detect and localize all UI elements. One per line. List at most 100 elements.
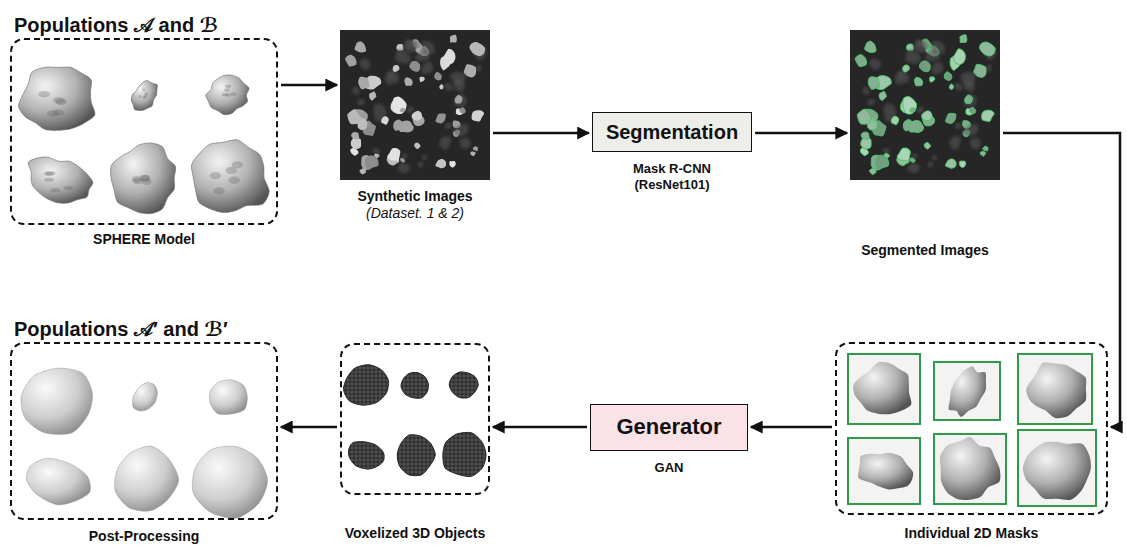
asteroid-crater: [140, 175, 150, 182]
asteroid-shape: [206, 75, 249, 115]
particle: [402, 153, 408, 159]
segment-outline: [930, 77, 935, 82]
segment-outline: [879, 92, 886, 101]
flow-arrow: [493, 426, 587, 429]
flow-arrow: [1003, 133, 1120, 427]
particle: [982, 110, 995, 121]
particle: [399, 121, 413, 133]
panel-caption: Individual 2D Masks: [905, 525, 1039, 542]
particle: [861, 132, 869, 139]
particle: [472, 110, 485, 121]
particle: [906, 44, 913, 51]
inside-text-group: Generator: [591, 405, 747, 450]
smooth-shape: [26, 458, 90, 505]
segment-outline: [979, 42, 995, 56]
asteroid-crater: [50, 188, 60, 192]
segment-outline: [922, 111, 932, 121]
dashed-panel: Populations 𝒜′ and ℬ′Post-Processing: [10, 342, 278, 520]
segment-outline: [919, 61, 930, 72]
process-box: GeneratorGAN: [590, 404, 748, 451]
particle: [912, 153, 918, 159]
segment-outline: [946, 113, 956, 123]
smooth-shape: [133, 382, 158, 411]
segment-outline: [910, 108, 916, 112]
particle: [454, 94, 467, 108]
particle: [897, 148, 910, 161]
segment-outline: [897, 148, 910, 161]
asteroid-crater: [213, 187, 224, 194]
segment-outline: [983, 146, 988, 151]
segment-outline: [868, 77, 879, 90]
particle: [351, 132, 359, 139]
above-text-group: Populations 𝒜 and ℬ: [14, 13, 218, 37]
particle: [903, 96, 917, 114]
smooth-shape: [192, 446, 267, 518]
voxel-shape: [397, 435, 435, 476]
segment-outline: [945, 159, 956, 168]
image-caption: Synthetic Images: [357, 188, 472, 205]
particle: [862, 86, 870, 94]
particle: [405, 122, 413, 132]
segment-outline: [906, 44, 913, 51]
process-label: Segmentation: [606, 120, 738, 144]
particle: [444, 83, 452, 91]
image-ground: [850, 30, 1000, 180]
below-text-group: Individual 2D Masks: [905, 525, 1039, 542]
below-text-group: Mask R-CNN (ResNet101): [616, 161, 728, 192]
particle: [960, 35, 967, 43]
particle: [359, 168, 366, 174]
segment-outline: [944, 72, 952, 81]
asteroid-crater: [44, 172, 54, 176]
particle: [930, 77, 935, 82]
particle: [469, 42, 485, 56]
particle: [979, 42, 995, 56]
particle: [953, 49, 965, 65]
particle: [396, 44, 403, 51]
particle: [365, 155, 379, 170]
particle: [464, 64, 477, 77]
particle: [867, 99, 875, 105]
particle: [875, 155, 889, 170]
particle: [387, 148, 400, 161]
voxel-shape: [343, 365, 388, 405]
particle: [891, 116, 898, 125]
particle: [914, 77, 922, 86]
particle: [925, 48, 939, 62]
flow-arrow: [493, 132, 589, 135]
particle: [439, 136, 450, 149]
process-label: Generator: [616, 414, 721, 440]
asteroid-shape: [131, 80, 157, 110]
particle: [869, 168, 876, 174]
process-box: SegmentationMask R-CNN (ResNet101): [592, 112, 752, 152]
particle: [345, 55, 356, 67]
particle: [355, 41, 366, 52]
mask-crops: [848, 354, 1096, 506]
particle: [470, 151, 475, 156]
particle: [970, 138, 981, 149]
segment-outline: [924, 143, 930, 149]
voxel-shape: [348, 442, 384, 469]
dashed-panel: Voxelized 3D Objects: [340, 343, 490, 495]
voxel-shape: [401, 372, 428, 398]
asteroid-crater: [44, 178, 54, 182]
segment-outline: [891, 116, 898, 125]
mask-shape: [853, 362, 911, 414]
segment-outline: [914, 77, 922, 86]
particle: [857, 109, 871, 124]
segment-outline: [965, 95, 973, 104]
smooth-shape: [209, 380, 247, 415]
particle: [395, 50, 410, 64]
particle: [351, 138, 361, 149]
particle: [455, 95, 463, 104]
segment-outline: [980, 151, 985, 156]
segment-outline: [953, 49, 965, 65]
particle: [964, 94, 977, 108]
flow-arrow: [281, 84, 337, 87]
segment-outline: [909, 121, 923, 133]
segment-outline: [982, 110, 995, 121]
particle: [350, 148, 358, 156]
particle: [460, 138, 471, 149]
below-text-group: Voxelized 3D Objects: [345, 525, 486, 542]
asteroid-shape: [111, 143, 176, 214]
smooth-shape: [21, 368, 93, 434]
